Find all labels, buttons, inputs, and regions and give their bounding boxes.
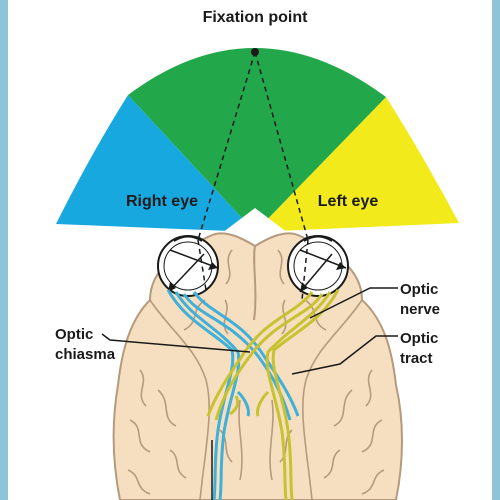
frame-border-left [0, 0, 8, 500]
brain-midline [253, 245, 257, 321]
brain-outline [112, 232, 403, 500]
label-optic-tract-line2: tract [400, 350, 433, 367]
brain-gyri [127, 249, 385, 495]
left-eye-pathway [206, 289, 340, 500]
label-optic-nerve-line2: nerve [400, 301, 440, 318]
label-optic-chiasma-line2: chiasma [55, 346, 116, 363]
temporal-lobe-left [149, 299, 210, 500]
fixation-point-dot [251, 48, 259, 56]
visual-field-right-blue [56, 95, 255, 232]
label-left-eye: Left eye [318, 193, 379, 210]
label-optic-tract-line1: Optic [400, 330, 438, 347]
leader-lines [101, 287, 398, 500]
frame-border-right [492, 0, 500, 500]
visual-field-center-green [128, 47, 386, 232]
temporal-lobe-right [302, 299, 363, 500]
visual-field [56, 47, 459, 236]
right-eyeball [157, 235, 219, 297]
label-right-eye: Right eye [126, 193, 198, 210]
leader-optic-nerve [309, 287, 398, 319]
leader-optic-tract [291, 335, 398, 375]
visual-field-notch [218, 208, 292, 236]
label-fixation-point: Fixation point [203, 9, 309, 26]
label-optic-nerve-line1: Optic [400, 281, 438, 298]
label-optic-chiasma-line1: Optic [55, 326, 93, 343]
brain [112, 232, 403, 500]
arrowheads [168, 262, 346, 292]
visual-field-left-yellow [255, 97, 459, 232]
leader-optic-chiasma [101, 333, 251, 353]
